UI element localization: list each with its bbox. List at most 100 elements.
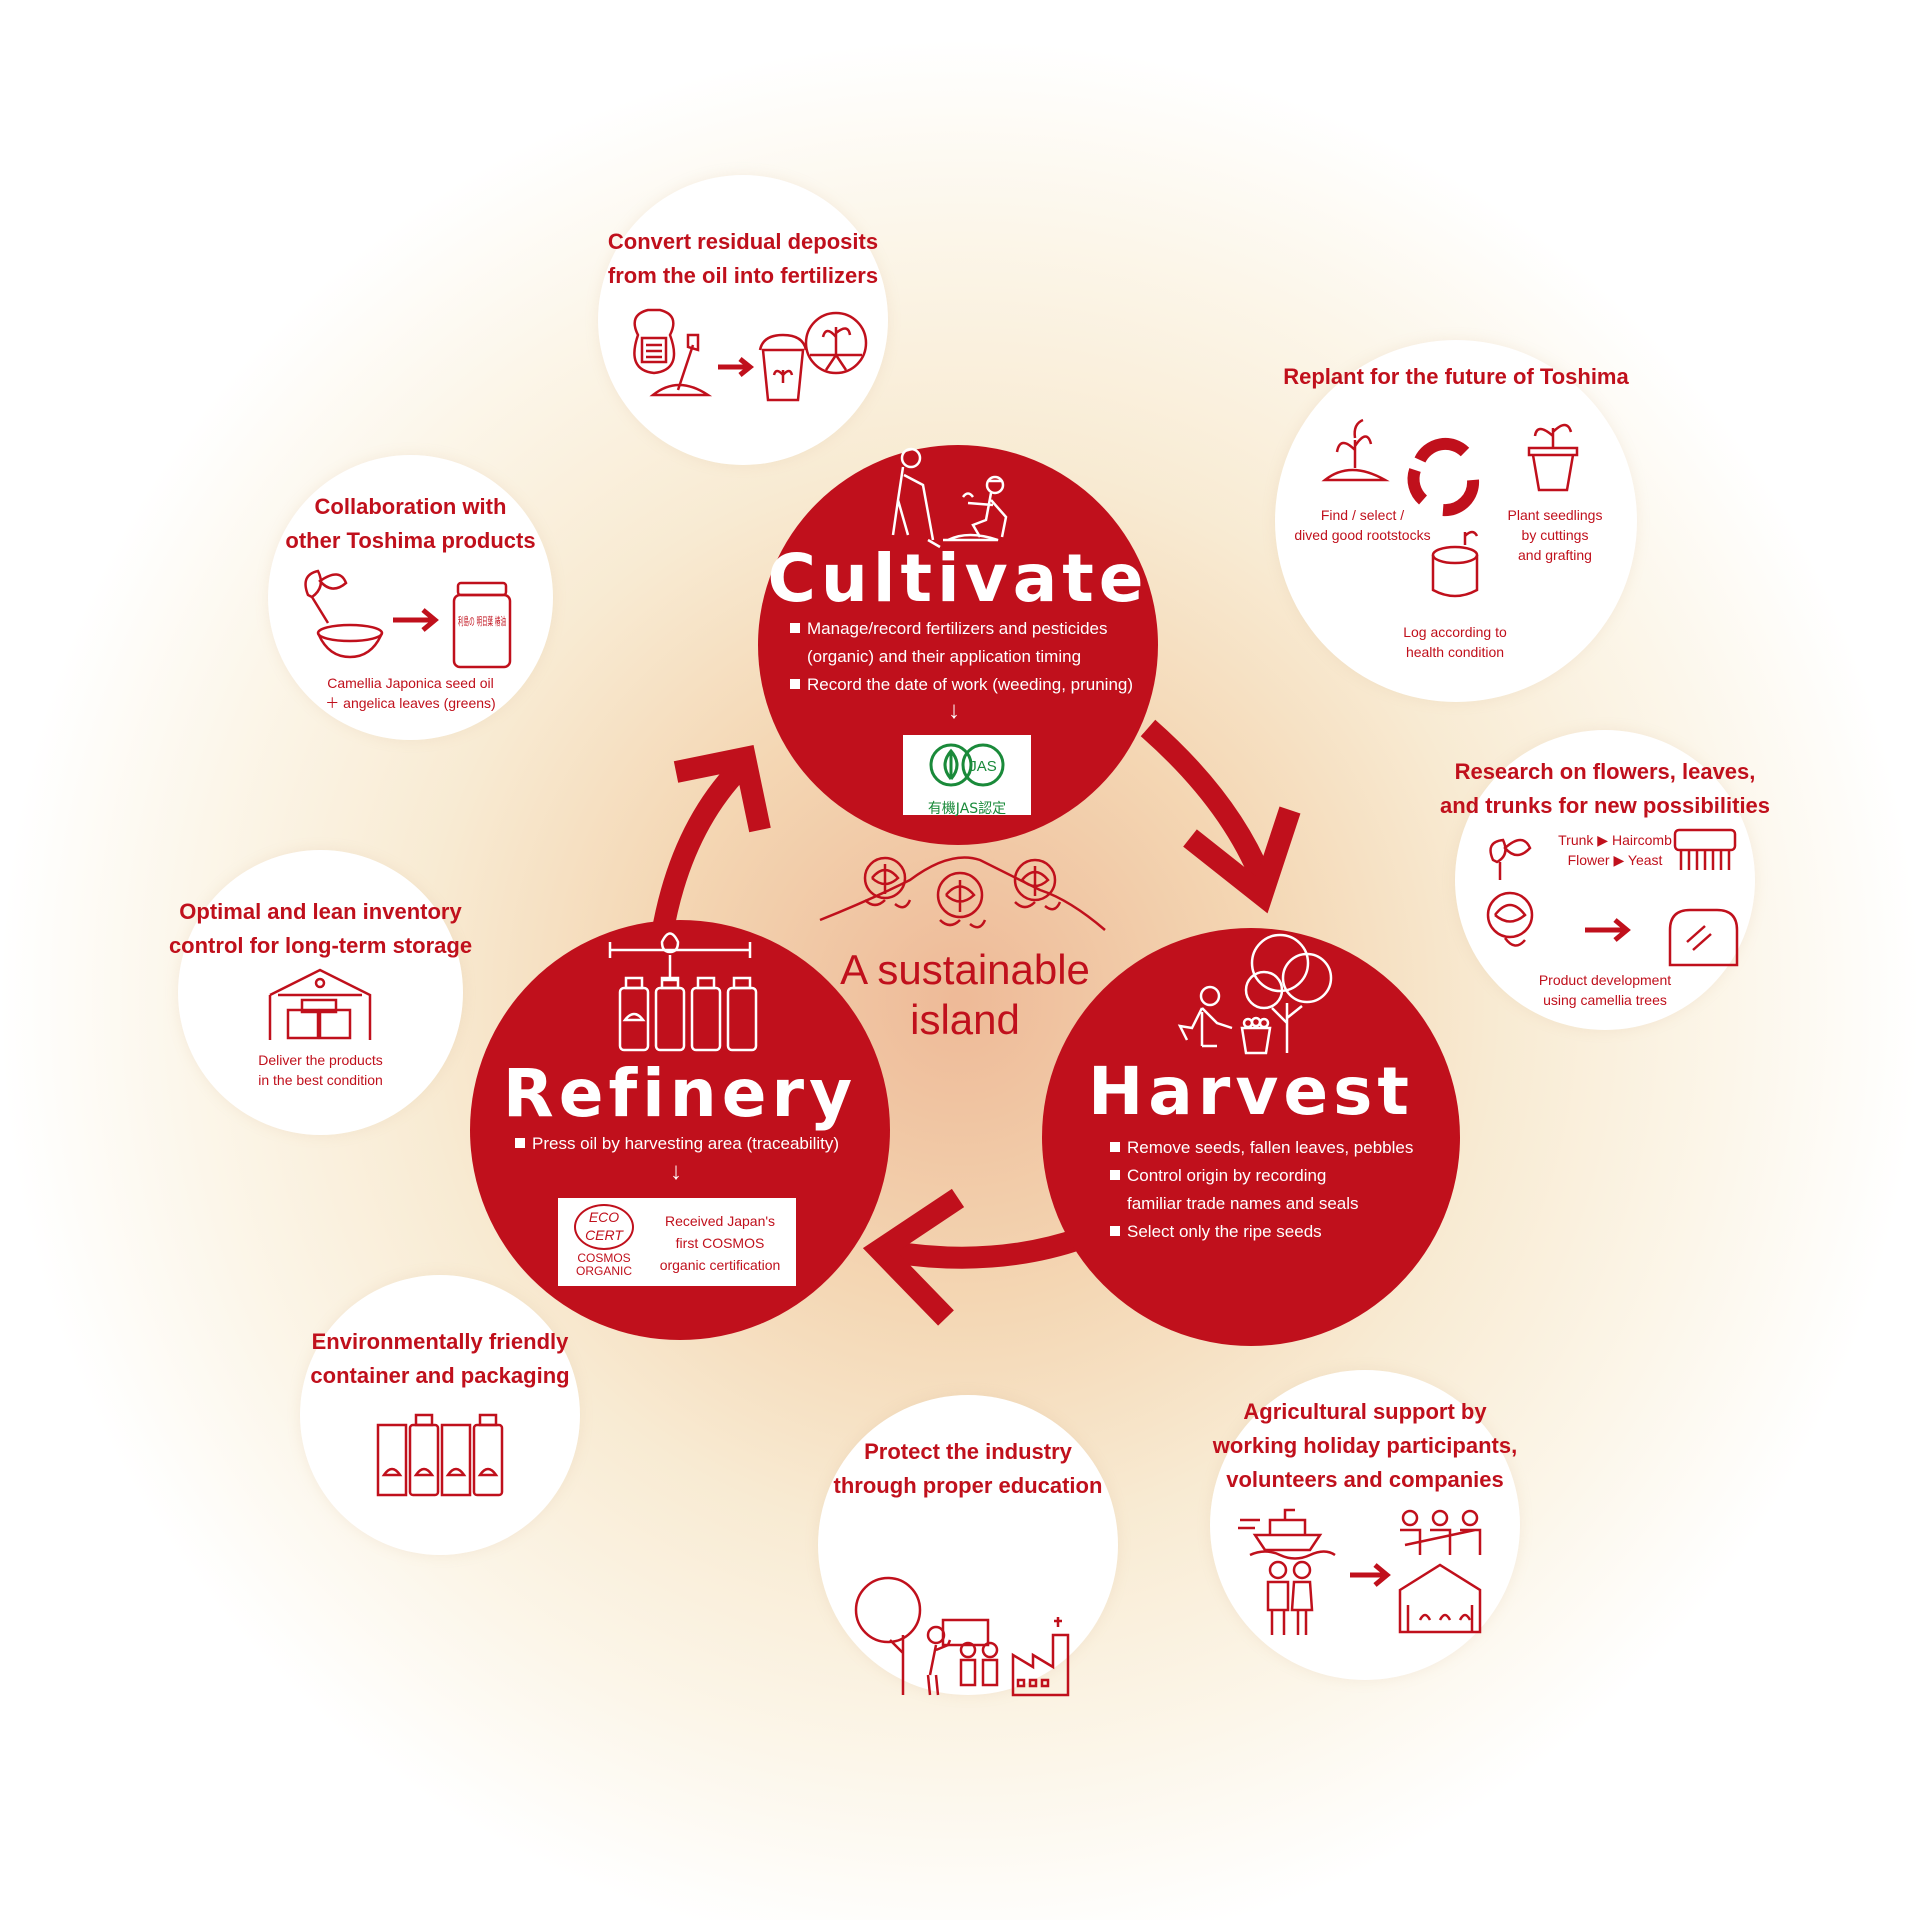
bubble-packaging: Environmentally friendly container and p… <box>300 1275 580 1555</box>
refinery-icon <box>608 932 758 1052</box>
tree-icon <box>854 1576 922 1695</box>
greenhouse-icon <box>1398 1563 1482 1634</box>
shovel-icon <box>649 333 713 397</box>
bowl-icon <box>316 623 384 659</box>
camellia-flower-icon <box>1486 891 1534 947</box>
research-pairs: Trunk ▶ Haircomb Flower ▶ Yeast <box>1558 832 1672 868</box>
arrow-right-icon <box>1585 918 1631 942</box>
center-label-line2: island <box>910 996 1020 1043</box>
bubble-collab: Collaboration with other Toshima product… <box>268 455 553 740</box>
bullet-icon <box>1110 1142 1120 1152</box>
cosmos-badge-text: Received Japan's first COSMOS organic ce… <box>659 1213 781 1273</box>
camellia-flower-icon <box>1013 858 1062 911</box>
down-arrow-icon: ↓ <box>670 1158 682 1185</box>
farmer-icon <box>1177 985 1233 1048</box>
education-icons <box>854 1576 1070 1697</box>
ferry-icon <box>1238 1508 1336 1560</box>
stage-list-cultivate: Manage/record fertilizers and pesticides… <box>790 615 1133 699</box>
bubble-title: Environmentally friendly container and p… <box>310 1329 570 1388</box>
bullet-icon <box>1110 1226 1120 1236</box>
leaves-icon <box>304 569 348 624</box>
list-item: Select only the ripe seeds <box>1110 1218 1413 1246</box>
packaging-icons <box>376 1413 504 1497</box>
jar-icon <box>452 581 512 669</box>
bottle-icon <box>726 976 758 1052</box>
warehouse-icon <box>268 968 372 1040</box>
bottle-icon <box>376 1423 408 1497</box>
bubble-title: Protect the industry through proper educ… <box>833 1439 1103 1498</box>
oil-drop-icon <box>660 932 680 954</box>
jas-badge-caption: 有機JAS認定 <box>927 801 1007 817</box>
bullet-icon <box>1110 1170 1120 1180</box>
bubble-inventory: Optimal and lean inventory control for l… <box>169 850 472 1135</box>
camellia-flower-icon <box>936 871 987 929</box>
bread-icon <box>1668 908 1739 967</box>
bullet-icon <box>790 679 800 689</box>
agri-icons <box>1238 1508 1482 1635</box>
sprout-icon <box>804 311 868 375</box>
stage-title-cultivate: Cultivate <box>767 540 1149 617</box>
compost-icon <box>758 333 808 402</box>
arrow-right-icon <box>1350 1563 1391 1587</box>
bottle-icon <box>618 976 650 1052</box>
tree-icon <box>1244 933 1333 1053</box>
bottle-icon <box>654 976 686 1052</box>
bubble-note: Camellia Japonica seed oil ＋ angelica le… <box>325 675 496 711</box>
list-item: Press oil by harvesting area (traceabili… <box>515 1130 839 1158</box>
bubble-title: Collaboration with other Toshima product… <box>285 494 536 553</box>
bubble-note: Deliver the products in the best conditi… <box>258 1052 383 1088</box>
jas-badge: JAS 有機JAS認定 <box>903 735 1031 817</box>
sprout-icon <box>1321 418 1390 482</box>
leaves-icon <box>1489 838 1532 880</box>
bullet-icon <box>515 1138 525 1148</box>
ecocert-logo-icon: ECO CERT COSMOS ORGANIC <box>566 1204 642 1278</box>
list-item: Record the date of work (weeding, prunin… <box>790 671 1133 699</box>
list-item: Remove seeds, fallen leaves, pebbles <box>1110 1134 1413 1162</box>
stage-title-harvest: Harvest <box>1088 1053 1414 1130</box>
bottle-icon <box>690 976 722 1052</box>
bubble-title: Optimal and lean inventory control for l… <box>168 899 473 958</box>
jas-badge-text: JAS <box>969 758 997 775</box>
stump-icon <box>1431 530 1479 598</box>
bubble-note: Find / select / dived good rootstocks <box>1294 507 1431 543</box>
center-label: A sustainable island <box>800 945 1130 1045</box>
center-label-line1: A sustainable <box>840 946 1090 993</box>
bubble-fertilizer: Convert residual deposits from the oil i… <box>598 175 888 465</box>
stage-cultivate: Cultivate Manage/record fertilizers and … <box>758 445 1158 845</box>
bullet-icon <box>790 623 800 633</box>
recycle-icon <box>1407 437 1480 517</box>
bottle-icon <box>408 1413 440 1497</box>
bubble-agri: Agricultural support by working holiday … <box>1210 1370 1520 1680</box>
bubble-note: Log according to health condition <box>1403 624 1507 660</box>
bubble-title: Research on flowers, leaves, and trunks … <box>1439 759 1771 818</box>
center-illustration <box>819 856 1106 931</box>
list-item: Manage/record fertilizers and pesticides <box>790 615 1133 643</box>
flower-pot-icon <box>1527 423 1579 492</box>
replant-icons <box>1321 418 1579 598</box>
arrow-right-icon <box>393 608 439 632</box>
stage-list-refinery: Press oil by harvesting area (traceabili… <box>515 1130 839 1158</box>
stage-harvest: Harvest Remove seeds, fallen leaves, peb… <box>1042 928 1460 1346</box>
basket-icon <box>1240 1026 1272 1055</box>
teacher-icon <box>926 1618 990 1696</box>
arrow-right-icon <box>718 357 755 377</box>
jar-label: 利島の 明日葉 椿油 <box>458 614 506 628</box>
people-icon <box>1400 1509 1482 1555</box>
down-arrow-icon: ↓ <box>948 697 960 724</box>
list-item: (organic) and their application timing <box>807 647 1082 666</box>
people-icon <box>959 1641 999 1687</box>
research-icons <box>1486 828 1739 967</box>
bubble-replant: Replant for the future of Toshima Find /… <box>1275 340 1637 702</box>
bubble-title: Replant for the future of Toshima <box>1283 364 1629 389</box>
bubble-research: Research on flowers, leaves, and trunks … <box>1440 730 1770 1030</box>
factory-icon <box>1011 1617 1070 1697</box>
arrow-refinery-to-cultivate <box>651 745 771 937</box>
fertilizer-icons <box>633 308 868 402</box>
bubble-title: Convert residual deposits from the oil i… <box>607 229 879 288</box>
cosmos-badge: ECO CERT COSMOS ORGANIC Received Japan's… <box>558 1198 796 1286</box>
camellia-flower-icon <box>863 856 912 909</box>
bubble-note: Product development using camellia trees <box>1538 972 1672 1008</box>
list-item: familiar trade names and seals <box>1127 1194 1359 1213</box>
haircomb-icon <box>1673 828 1737 870</box>
